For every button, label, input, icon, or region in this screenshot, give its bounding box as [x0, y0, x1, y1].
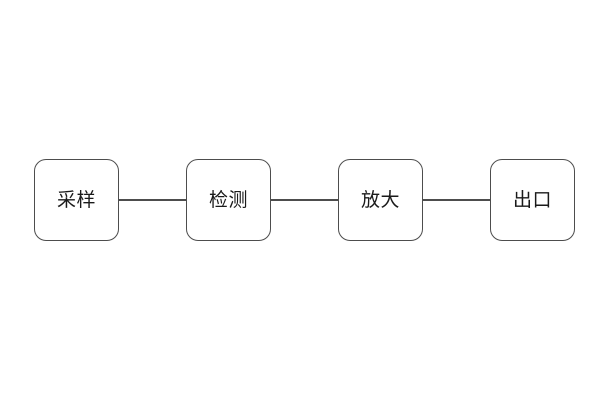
flow-node-1: 采样	[34, 159, 119, 241]
connector-3	[423, 199, 490, 201]
connector-2	[271, 199, 338, 201]
flow-node-3: 放大	[338, 159, 423, 241]
connector-1	[119, 199, 186, 201]
flow-node-4-label: 出口	[512, 189, 552, 211]
flow-node-4: 出口	[490, 159, 575, 241]
flow-node-2: 检测	[186, 159, 271, 241]
flow-node-3-label: 放大	[360, 189, 400, 211]
flowchart-row: 采样 检测 放大 出口	[34, 159, 575, 241]
flow-node-2-label: 检测	[208, 189, 248, 211]
flow-node-1-label: 采样	[56, 189, 96, 211]
